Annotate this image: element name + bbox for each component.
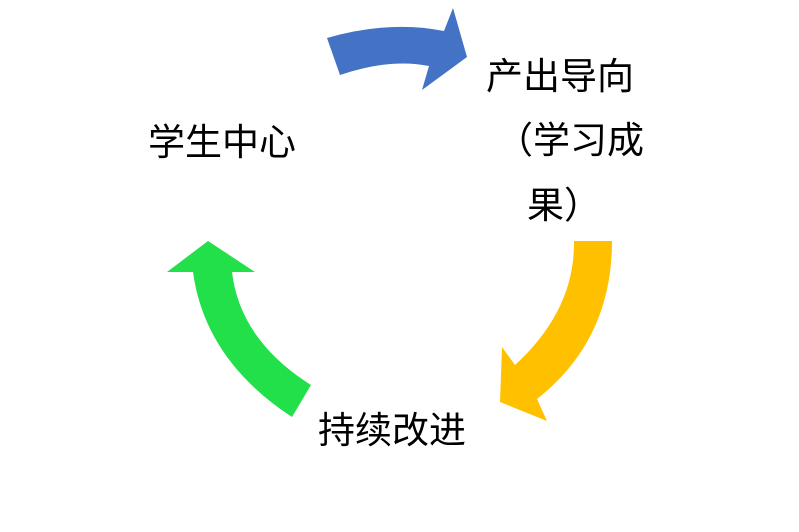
label-outcome-line3: 果） bbox=[527, 184, 601, 227]
label-outcome-line2: （学习成 bbox=[496, 119, 644, 162]
green-arrow bbox=[167, 241, 311, 417]
blue-arrow bbox=[327, 8, 467, 90]
label-student-center: 学生中心 bbox=[148, 121, 296, 164]
yellow-arrow bbox=[500, 241, 612, 421]
label-continuous-improvement: 持续改进 bbox=[318, 409, 466, 452]
label-outcome-line1: 产出导向 bbox=[486, 55, 634, 98]
